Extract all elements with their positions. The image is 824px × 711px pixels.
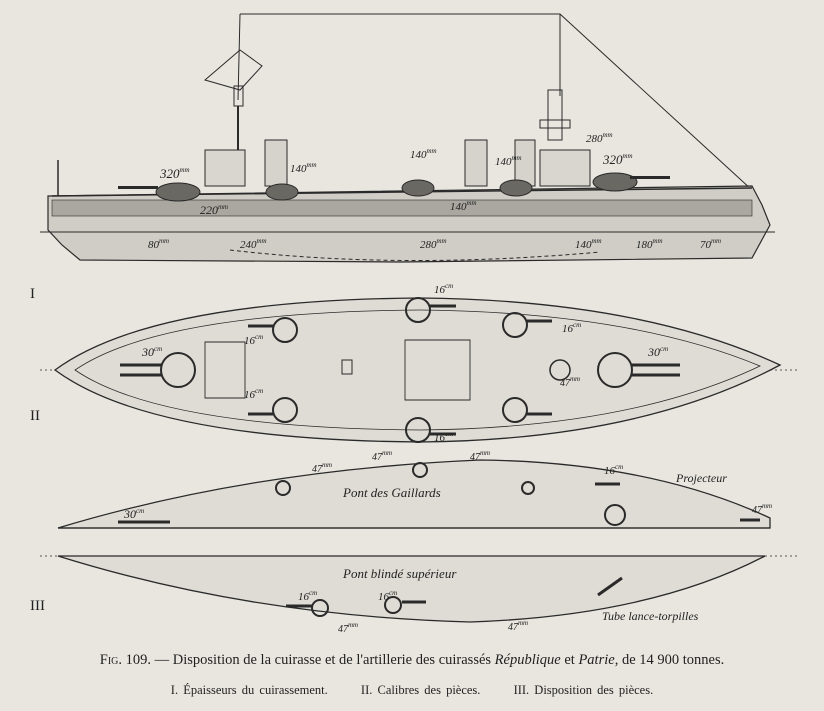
svg-text:30cm: 30cm [123,507,144,521]
svg-text:47mm: 47mm [470,449,490,463]
deck-gun-47-b: 47 [372,452,383,463]
pont-blinde-label: Pont blindé supérieur [342,566,457,581]
svg-text:30cm: 30cm [647,345,668,359]
armor-320-rear: 320 [602,152,623,167]
svg-text:16cm: 16cm [434,430,453,444]
tube-lance-torpilles-label: Tube lance-torpilles [602,609,699,623]
svg-text:16cm: 16cm [378,589,397,603]
roman-label-ii: II [30,408,40,424]
svg-text:47mm: 47mm [508,619,528,633]
figure-legend: I. Épaisseurs du cuirassement. II. Calib… [0,683,824,698]
svg-text:320mm: 320mm [602,152,633,167]
svg-text:16cm: 16cm [434,282,453,296]
armor-80: 80 [148,239,160,251]
svg-text:280mm: 280mm [586,131,613,145]
armor-180: 180 [636,239,653,251]
gun-30-fore: 30 [141,345,154,359]
deck-gun-47-d: 47 [752,505,763,516]
svg-text:320mm: 320mm [159,166,190,181]
svg-text:30cm: 30cm [141,345,162,359]
profile-view: 320mm 140mm 140mm 140mm 280mm 320mm 220m… [40,13,775,263]
armor-140-d: 140 [450,201,467,213]
armor-240: 240 [240,239,257,251]
svg-text:70mm: 70mm [700,237,721,251]
gun-16-e: 16 [562,323,574,335]
deck-gun-16: 16 [604,465,616,477]
lower-gun-16-b: 16 [378,591,390,603]
svg-text:280mm: 280mm [420,237,447,251]
figure-caption: Fig. 109. — Disposition de la cuirasse e… [99,652,725,668]
roman-label-i: I [30,286,35,302]
gun-16-c: 16 [434,284,446,296]
svg-text:140mm: 140mm [410,147,437,161]
svg-text:47mm: 47mm [312,461,332,475]
projecteur-label: Projecteur [675,471,727,485]
pont-gaillards-label: Pont des Gaillards [342,485,441,500]
armor-320-fore: 320 [159,166,180,181]
gun-47-plan: 47 [560,378,571,389]
legend-i: I. Épaisseurs du cuirassement. [170,683,328,697]
svg-text:16cm: 16cm [604,463,623,477]
legend-ii: II. Calibres des pièces. [360,683,481,697]
ship-name-patrie: Patrie [578,652,615,668]
ship-name-republique: République [494,652,561,668]
svg-text:16cm: 16cm [244,333,263,347]
gun-16-d: 16 [434,432,446,444]
deck-gun-30: 30 [123,507,136,521]
svg-text:47mm: 47mm [372,449,392,463]
svg-text:240mm: 240mm [240,237,267,251]
deck-gun-47-a: 47 [312,464,323,475]
armor-140-e: 140 [575,239,592,251]
svg-text:47mm: 47mm [338,621,358,635]
armor-70: 70 [700,239,712,251]
deck-blinde-view: Pont blindé supérieur Tube lance-torpill… [40,555,800,635]
svg-text:140mm: 140mm [495,154,522,168]
armor-140-c: 140 [495,156,512,168]
svg-text:140mm: 140mm [575,237,602,251]
armor-220: 220 [200,203,218,217]
svg-text:16cm: 16cm [298,589,317,603]
armor-140-b: 140 [410,149,427,161]
svg-text:220mm: 220mm [200,203,228,217]
svg-text:80mm: 80mm [148,237,169,251]
svg-text:47mm: 47mm [560,375,580,389]
lower-gun-47-b: 47 [508,622,519,633]
armor-140-a: 140 [290,163,307,175]
gun-30-aft: 30 [647,345,660,359]
svg-text:16cm: 16cm [562,321,581,335]
armor-280: 280 [420,239,437,251]
svg-text:47mm: 47mm [752,502,772,516]
svg-text:16cm: 16cm [244,387,263,401]
legend-iii: III. Disposition des pièces. [513,683,654,697]
gun-16-a: 16 [244,335,256,347]
svg-text:140mm: 140mm [290,161,317,175]
gun-16-b: 16 [244,389,256,401]
deck-gaillards-view: Pont des Gaillards Projecteur 30cm 16cm … [57,449,772,529]
armor-280-top: 280 [586,133,603,145]
lower-gun-16-a: 16 [298,591,310,603]
svg-text:180mm: 180mm [636,237,663,251]
svg-text:140mm: 140mm [450,199,477,213]
deck-gun-47-c: 47 [470,452,481,463]
roman-label-iii: III [30,598,45,614]
lower-gun-47-a: 47 [338,624,349,635]
figure-number: Fig. 109. [99,652,151,668]
plan-view-calibres: 30cm 30cm 16cm 16cm 16cm 16cm 16cm 47mm [40,282,800,444]
